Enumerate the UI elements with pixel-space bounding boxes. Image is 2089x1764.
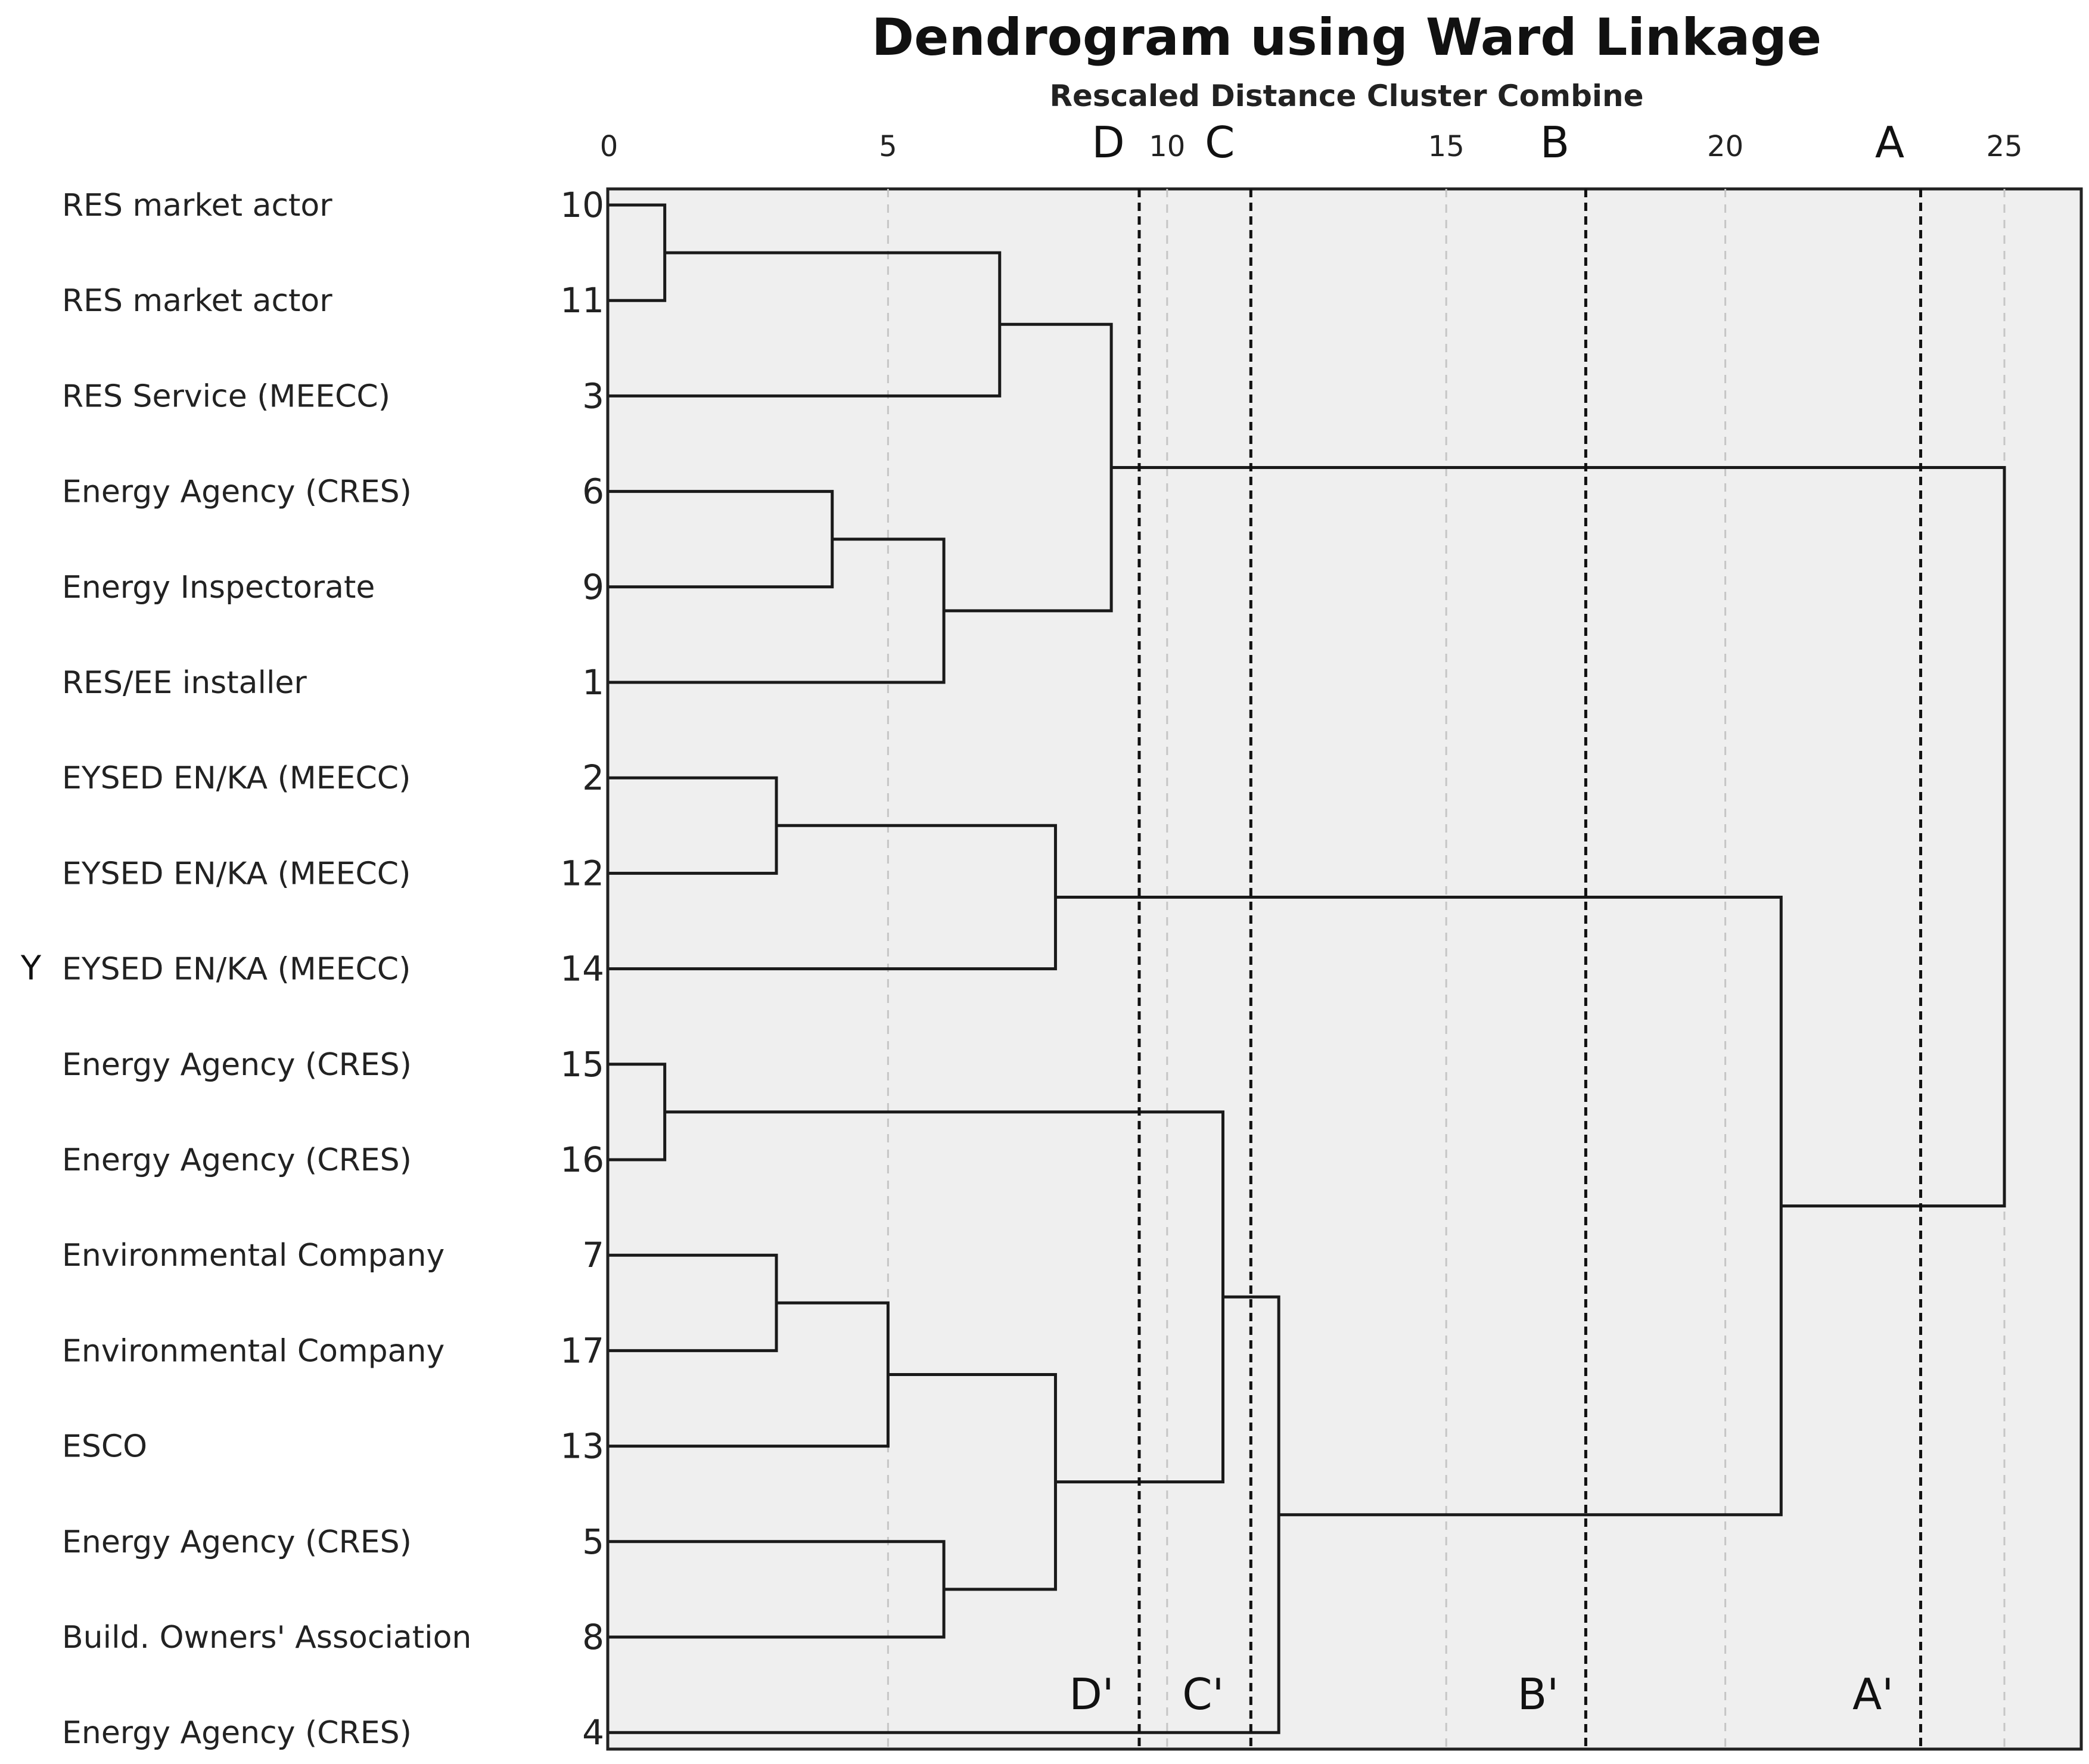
leaf-id: 12: [560, 853, 604, 893]
leaf-label: Environmental Company: [62, 1238, 444, 1274]
cut-label-bottom: A': [1852, 1669, 1894, 1719]
leaf-id: 6: [582, 471, 604, 512]
leaf-id: 15: [560, 1044, 604, 1085]
tick-layer: 0 5 10 15 20 25: [600, 130, 2023, 163]
cut-label-bottom: B': [1518, 1669, 1559, 1719]
leaf-id: 7: [582, 1235, 604, 1275]
leaf-label: Build. Owners' Association: [62, 1620, 471, 1656]
leaf-id: 14: [560, 949, 604, 989]
leaf-id: 16: [560, 1139, 604, 1180]
leaf-label: Environmental Company: [62, 1333, 444, 1369]
leaf-id: 11: [560, 280, 604, 321]
leaf-label: EYSED EN/KA (MEECC): [62, 760, 411, 796]
leaf-id: 5: [582, 1521, 604, 1562]
leaf-id: 17: [560, 1330, 604, 1371]
leaf-label: RES/EE installer: [62, 665, 307, 701]
cut-label-bottom: C': [1182, 1669, 1224, 1719]
leaf-id: 3: [582, 375, 604, 416]
chart-subtitle: Rescaled Distance Cluster Combine: [1049, 79, 1643, 113]
x-tick-label: 20: [1707, 130, 1743, 163]
cut-label-top: A: [1875, 117, 1904, 167]
leaf-label: ESCO: [62, 1429, 147, 1465]
cut-label-top: C: [1205, 117, 1235, 167]
leaf-label: Energy Agency (CRES): [62, 1047, 412, 1083]
tree-layer: [609, 203, 2006, 1734]
merge-link: [1111, 466, 2006, 1208]
leaf-id: 9: [582, 567, 604, 607]
leaf-label: EYSED EN/KA (MEECC): [62, 952, 411, 987]
leaf-id: 13: [560, 1426, 604, 1467]
leaf-label: Energy Agency (CRES): [62, 474, 412, 510]
leaf-id: 4: [582, 1712, 604, 1753]
leaf-label: RES Service (MEECC): [62, 378, 390, 414]
x-tick-label: 0: [600, 130, 618, 163]
leaf-id: 1: [582, 662, 604, 703]
leaf-id: 10: [560, 185, 604, 225]
leaf-label: EYSED EN/KA (MEECC): [62, 856, 411, 892]
leaf-label: Energy Agency (CRES): [62, 1715, 412, 1751]
leaf-marker: Y: [20, 949, 42, 988]
cut-layer: D D' C C' B B' A A': [1069, 117, 1922, 1749]
cut-label-bottom: D': [1069, 1669, 1114, 1719]
chart-title: Dendrogram using Ward Linkage: [872, 8, 1822, 67]
leaf-label: Energy Inspectorate: [62, 570, 375, 605]
leaf-label: RES market actor: [62, 188, 332, 223]
leaf-id: 2: [582, 757, 604, 798]
cut-label-top: D: [1092, 117, 1124, 167]
x-tick-label: 25: [1986, 130, 2022, 163]
leaf-label: Energy Agency (CRES): [62, 1142, 412, 1178]
x-tick-label: 15: [1428, 130, 1465, 163]
leaf-id: 8: [582, 1617, 604, 1657]
x-tick-label: 5: [879, 130, 897, 163]
x-tick-label: 10: [1149, 130, 1185, 163]
leaf-label: RES market actor: [62, 283, 332, 319]
cut-label-top: B: [1540, 117, 1569, 167]
leaf-label: Energy Agency (CRES): [62, 1524, 412, 1560]
